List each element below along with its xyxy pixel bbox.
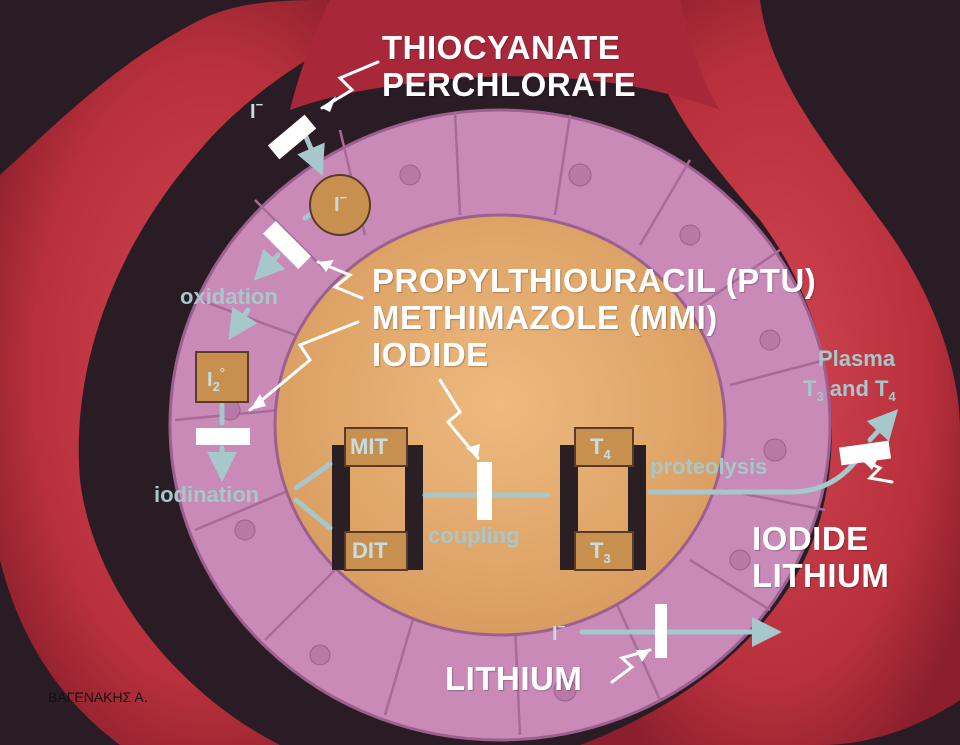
label-methimazole: METHIMAZOLE (MMI): [372, 299, 718, 336]
cell-nuclei: [219, 163, 787, 702]
inhibition-arrows: [248, 60, 894, 684]
iodide-intracellular: [309, 174, 371, 236]
label-t3: T3: [590, 538, 611, 566]
label-t4: T4: [590, 434, 611, 462]
pathway-arrows: [207, 120, 899, 647]
label-iodide-right: IODIDE: [752, 520, 869, 557]
blood-vessel-top: [290, 0, 720, 110]
colloid-lumen: [275, 215, 725, 635]
transport-sites: [196, 114, 892, 658]
label-proteolysis: proteolysis: [650, 454, 768, 479]
author-credit: ΒΑΓΕΝΑΚΗΣ Α.: [48, 689, 148, 705]
thyroglobulin-right: [560, 427, 646, 571]
label-mit: MIT: [350, 434, 388, 459]
label-thiocyanate: THIOCYANATE: [382, 29, 621, 66]
label-iodide-bottom: I−: [552, 619, 566, 645]
thyroglobulin-left: [332, 427, 423, 571]
iodine-box: [195, 351, 249, 403]
label-coupling: coupling: [428, 523, 520, 548]
label-oxidation: oxidation: [180, 284, 278, 309]
label-iodide-entry: I−: [250, 97, 264, 123]
blood-vessel-left: [0, 0, 420, 745]
label-plasma: Plasma: [818, 346, 896, 371]
blood-vessel-right: [580, 0, 960, 745]
label-iodide-cell: I−: [334, 190, 348, 216]
label-plasma-hormones: T3 and T4: [803, 376, 896, 404]
label-perchlorate: PERCHLORATE: [382, 66, 637, 103]
label-iodine: I2°: [207, 365, 225, 394]
label-lithium-bottom: LITHIUM: [445, 660, 583, 697]
label-lithium-right: LITHIUM: [752, 557, 890, 594]
label-dit: DIT: [352, 538, 388, 563]
label-iodination: iodination: [154, 482, 260, 507]
label-propylthiouracil: PROPYLTHIOURACIL (PTU): [372, 262, 817, 299]
label-iodide-center: IODIDE: [372, 336, 489, 373]
